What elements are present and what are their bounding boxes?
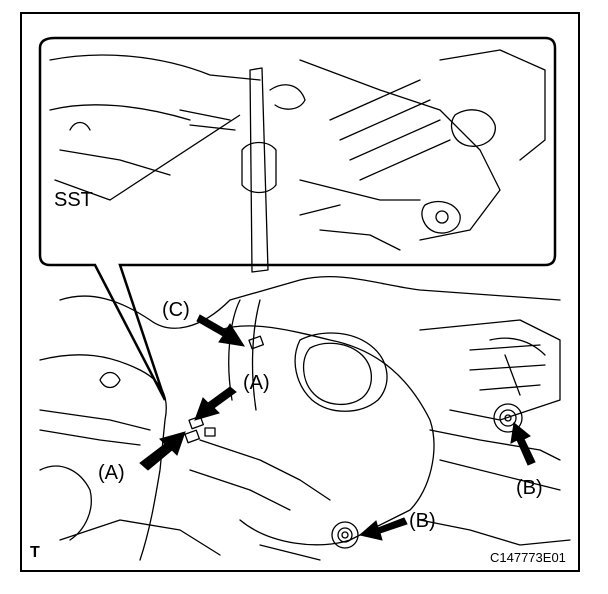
arrow-b-bottom (358, 517, 408, 541)
figure-code: C147773E01 (490, 550, 566, 565)
callout-balloon (38, 36, 557, 401)
arrow-a-lower (139, 431, 186, 471)
corner-mark: T (30, 544, 40, 561)
label-b-right: (B) (516, 477, 543, 499)
label-a-right: (A) (243, 372, 270, 394)
label-a-left: (A) (98, 462, 125, 484)
label-sst: SST (54, 189, 93, 211)
label-c: (C) (162, 299, 190, 321)
arrow-a-upper (194, 386, 237, 421)
arrow-b-right (510, 422, 536, 466)
label-b-bottom: (B) (409, 510, 436, 532)
arrow-c (196, 314, 246, 347)
